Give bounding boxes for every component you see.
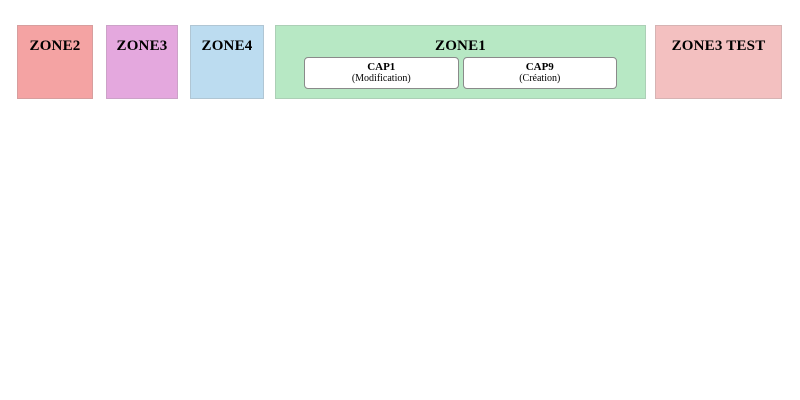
zone-box-zone4[interactable]: ZONE4 (190, 25, 264, 99)
capability-row: CAP1 (Modification) CAP9 (Création) (304, 57, 617, 89)
zone-box-zone3[interactable]: ZONE3 (106, 25, 178, 99)
capability-card[interactable]: CAP1 (Modification) (304, 57, 459, 89)
capability-state: (Modification) (351, 73, 411, 84)
zone-label: ZONE4 (201, 38, 253, 54)
zone-box-zone2[interactable]: ZONE2 (17, 25, 93, 99)
zone-label: ZONE3 (116, 38, 168, 54)
capability-name: CAP1 (367, 61, 396, 73)
zone-box-zone1[interactable]: ZONE1 CAP1 (Modification) CAP9 (Création… (275, 25, 646, 99)
zone-label: ZONE2 (29, 38, 81, 54)
zone-label: ZONE3 TEST (671, 38, 766, 54)
capability-state: (Création) (519, 73, 561, 84)
zone-label: ZONE1 (434, 38, 486, 54)
capability-card[interactable]: CAP9 (Création) (462, 57, 617, 89)
zone-box-zone3test[interactable]: ZONE3 TEST (655, 25, 782, 99)
capability-name: CAP9 (525, 61, 554, 73)
